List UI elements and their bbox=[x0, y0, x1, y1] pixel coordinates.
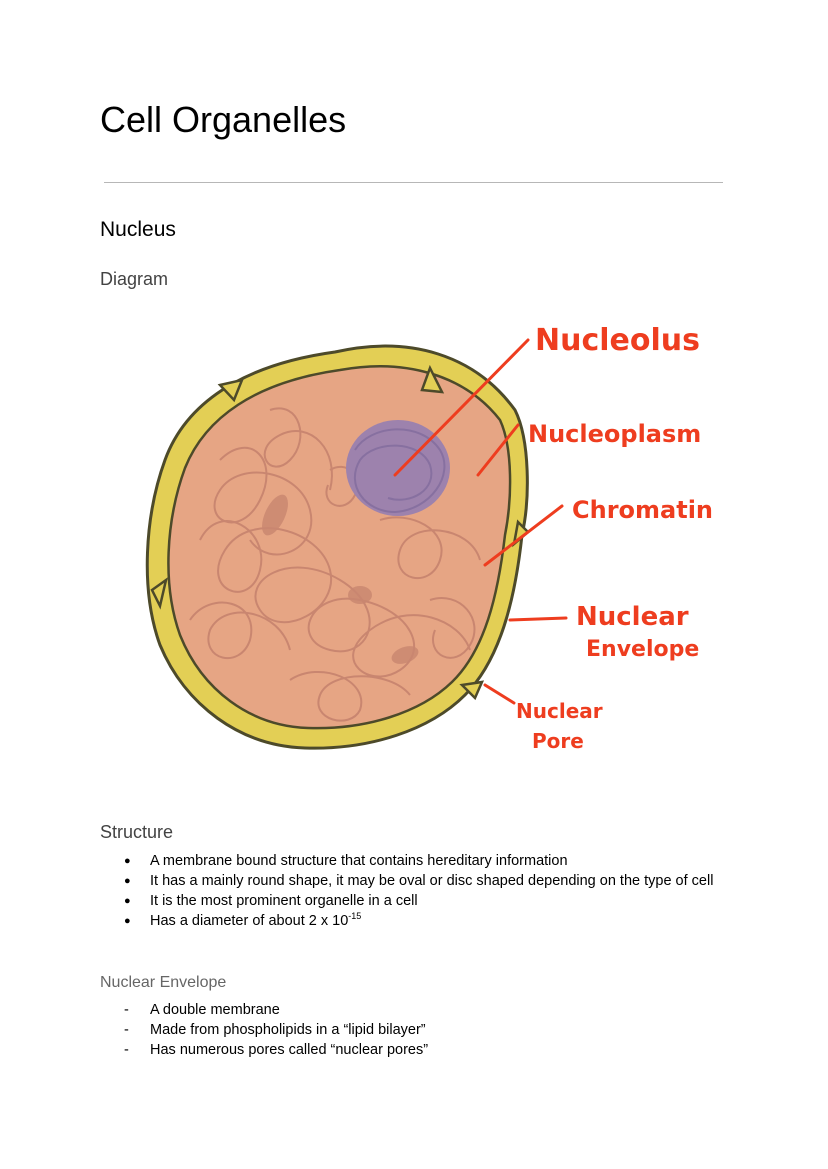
label-nucleolus: Nucleolus bbox=[535, 323, 700, 358]
nuclear-pores bbox=[150, 364, 530, 701]
label-nuclear-pore-line1: Nuclear bbox=[516, 699, 603, 723]
structure-heading: Structure bbox=[100, 822, 174, 842]
list-item: Has numerous pores called “nuclear pores… bbox=[100, 1040, 725, 1060]
chromatin bbox=[189, 407, 481, 722]
list-item: A membrane bound structure that contains… bbox=[100, 851, 725, 871]
nucleoplasm bbox=[167, 365, 512, 730]
list-item: A double membrane bbox=[100, 1000, 725, 1020]
nuclear-envelope-heading: Nuclear Envelope bbox=[100, 974, 227, 991]
chromatin-dense-regions bbox=[262, 494, 419, 664]
list-item: Has a diameter of about 2 x 10-15 bbox=[100, 911, 725, 931]
horizontal-divider bbox=[104, 182, 723, 183]
label-nuclear-envelope-line1: Nuclear bbox=[576, 602, 689, 632]
list-item: Made from phospholipids in a “lipid bila… bbox=[100, 1020, 725, 1040]
label-nuclear-envelope-line2: Envelope bbox=[586, 637, 699, 662]
diameter-exponent: -15 bbox=[348, 911, 362, 921]
label-leader-lines bbox=[393, 338, 568, 705]
label-chromatin: Chromatin bbox=[572, 496, 713, 524]
label-nucleoplasm: Nucleoplasm bbox=[528, 420, 701, 448]
list-item: It has a mainly round shape, it may be o… bbox=[100, 871, 725, 891]
list-item: It is the most prominent organelle in a … bbox=[100, 891, 725, 911]
structure-list: A membrane bound structure that contains… bbox=[100, 851, 725, 931]
nucleus-diagram: Nucleolus Nucleoplasm Chromatin Nuclear … bbox=[145, 323, 713, 753]
nuclear-envelope-list: A double membrane Made from phospholipid… bbox=[100, 1000, 725, 1060]
label-nuclear-pore-line2: Pore bbox=[532, 729, 584, 753]
page-title: Cell Organelles bbox=[100, 99, 347, 140]
section-heading-nucleus: Nucleus bbox=[100, 218, 176, 241]
subsection-heading-diagram: Diagram bbox=[100, 269, 169, 289]
